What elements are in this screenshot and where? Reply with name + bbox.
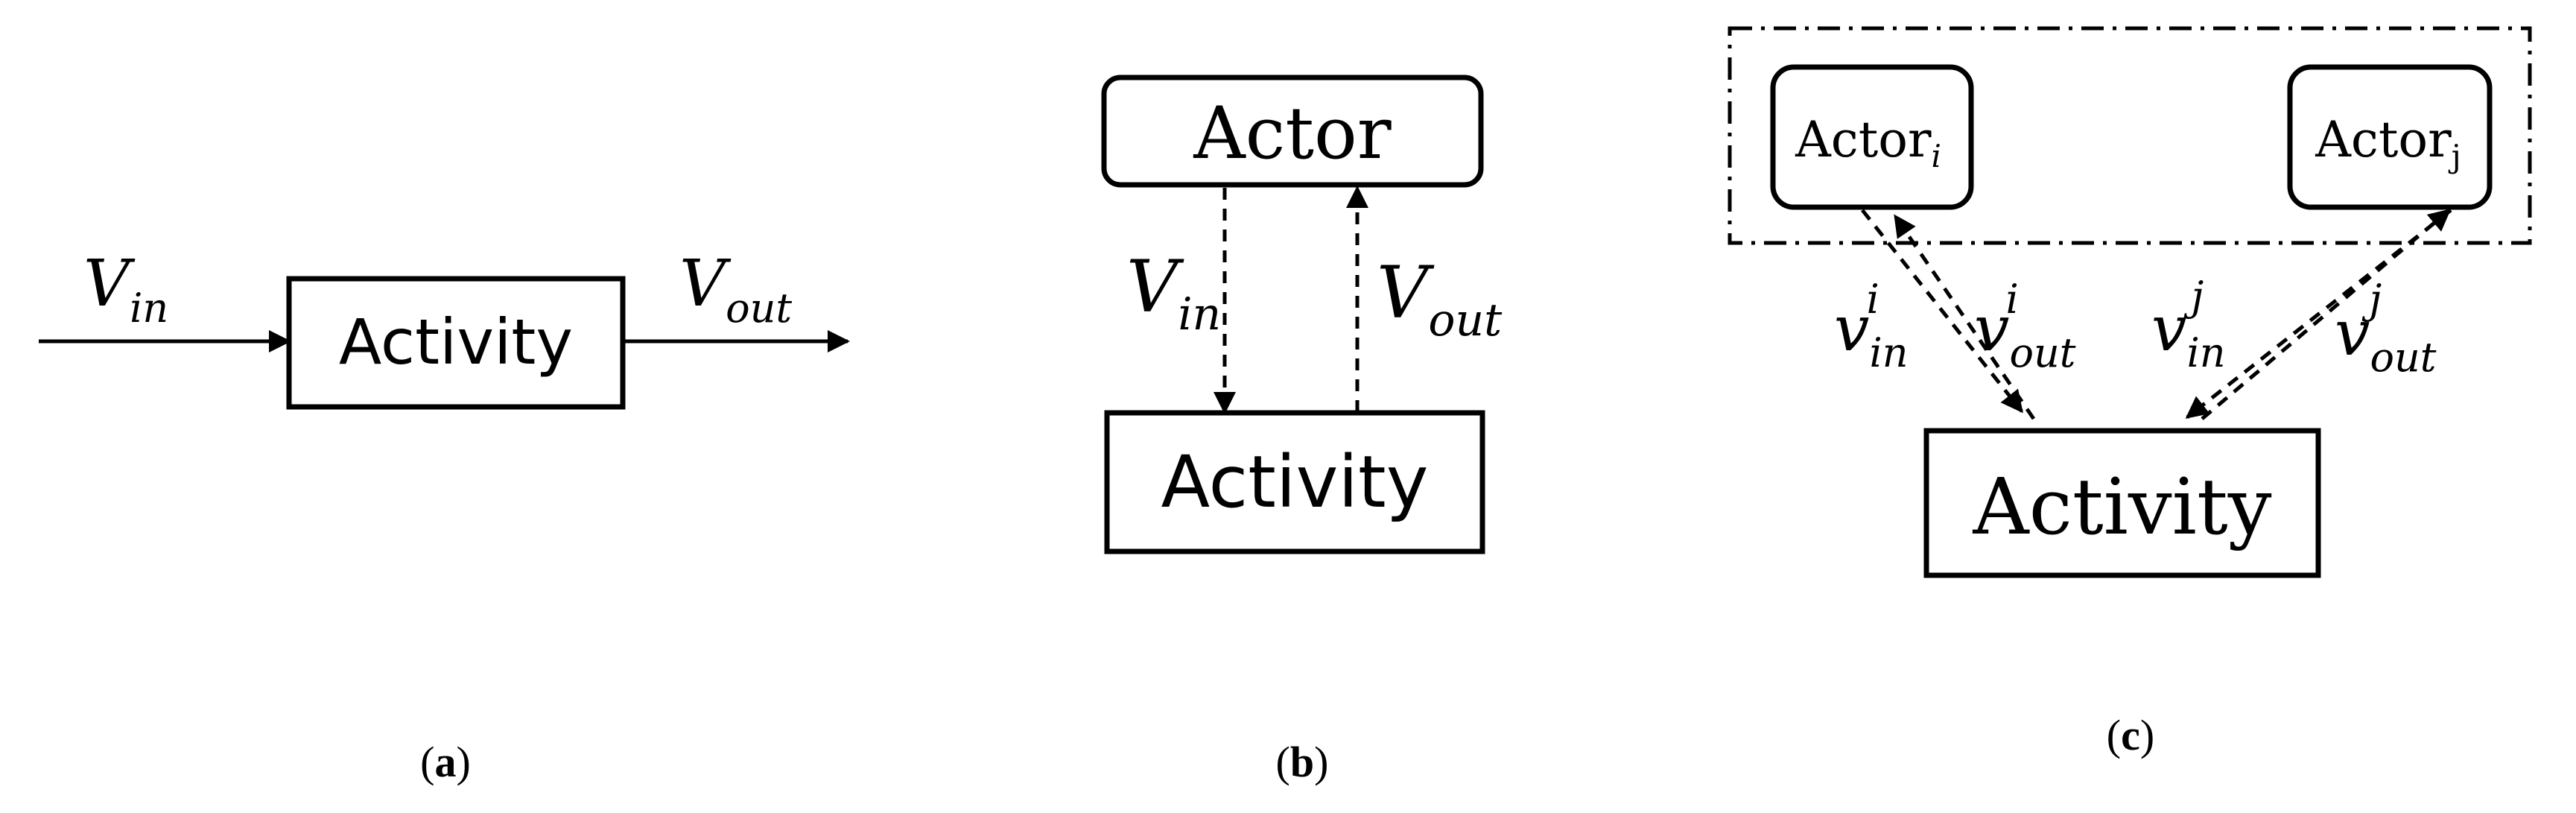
actor-label: Actor [1193,92,1391,175]
input-label: Vin [83,247,168,332]
actor-j-box [2287,64,2493,210]
actor-i-box [1770,64,1974,210]
caption-b: (b) [1276,738,1329,786]
output-label: Vout [1377,251,1503,347]
caption-c: (c) [2107,711,2154,759]
panel-b: Actor Activity Vin Vout (b) [1101,75,1503,786]
caption-a: (a) [420,738,471,786]
output-label: Vout [679,247,792,332]
vin-j-label: vinj [2151,273,2226,376]
actor-box [1101,75,1484,188]
panel-a: Activity Vin Vout (a) [39,247,850,786]
activity-label: Activity [1161,440,1428,524]
activity-box [1104,410,1485,554]
actors-group-box [1728,26,2532,245]
activity-label: Activity [339,306,573,379]
vin-i-label: vini [1834,276,1909,376]
activity-box [1923,428,2321,578]
activity-label: Activity [1973,461,2272,552]
vin-j-dashed-arrow [2185,209,2452,419]
panel-c: Actori Actorj Activity vini vouti vinj v… [1728,26,2532,759]
actor-j-label: Actorj [2315,111,2461,174]
actor-i-label: Actori [1795,111,1941,174]
vin-i-dashed-arrow [1861,209,2023,414]
input-label: Vin [1126,245,1221,341]
vout-i-label: vouti [1974,276,2076,376]
